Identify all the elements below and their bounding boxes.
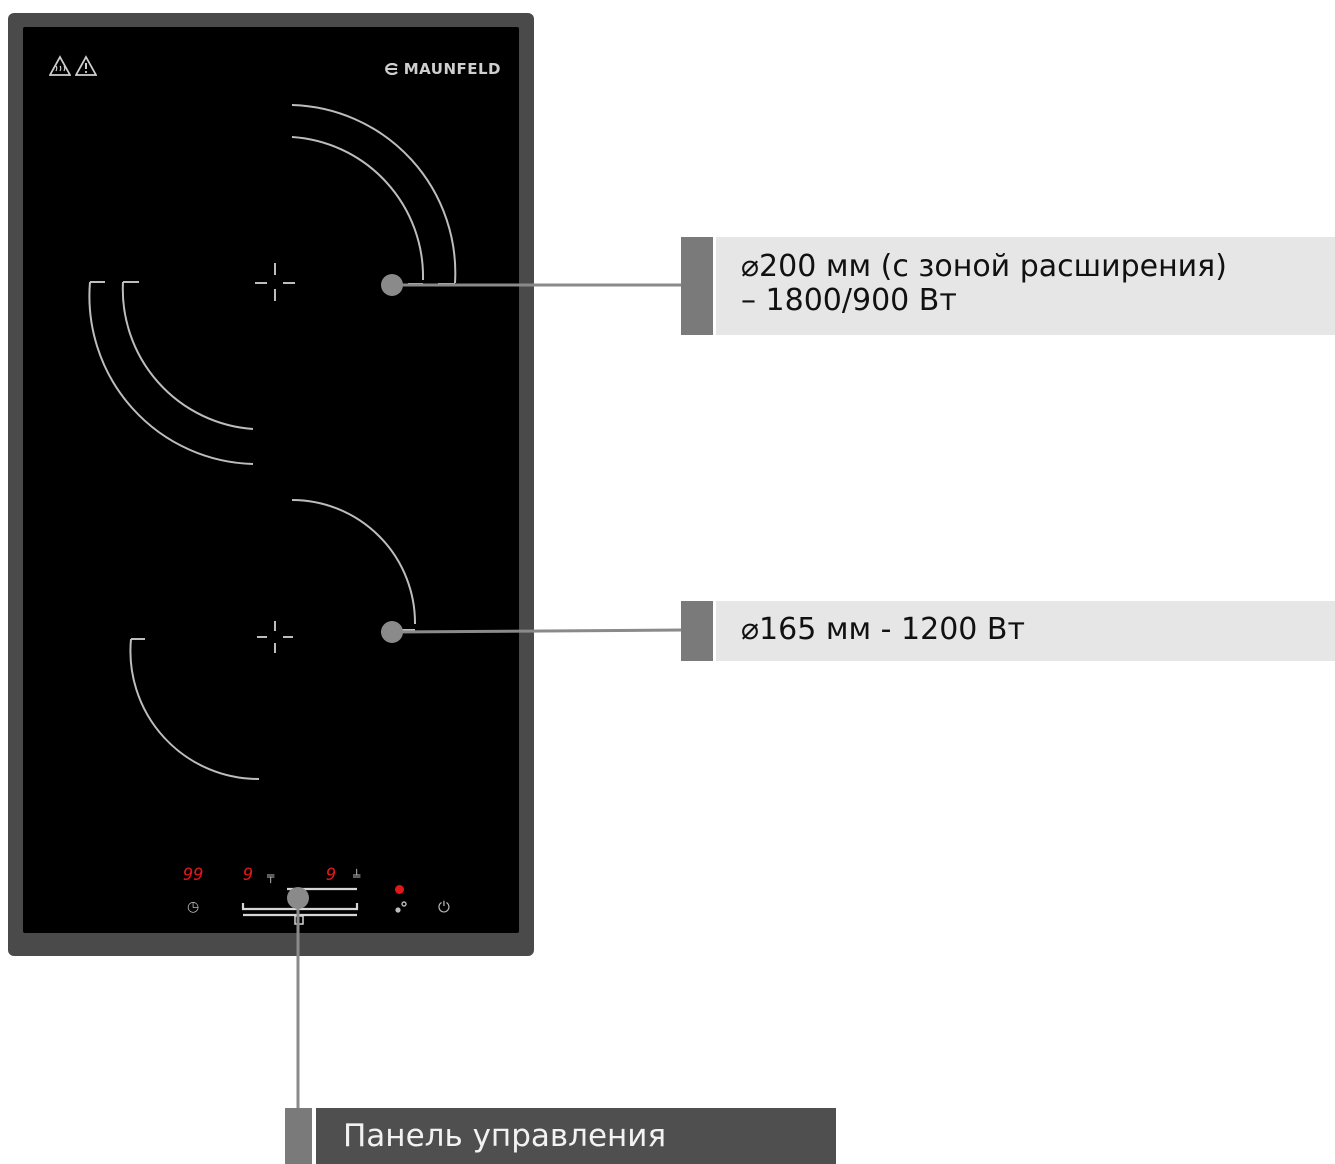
leader-line-small-zone	[391, 628, 683, 634]
timer-display: 99	[183, 865, 204, 885]
upper-zone-left-outer-arc	[88, 281, 254, 465]
callout-large-zone-text: ⌀200 мм (с зоной расширения) – 1800/900 …	[741, 249, 1227, 318]
cooktop-frame: MAUNFELD	[8, 13, 534, 956]
brand-name: MAUNFELD	[403, 60, 501, 78]
lower-zone-right-arc	[291, 499, 417, 625]
status-indicator-dot	[395, 885, 404, 894]
callout-control-panel-bar	[285, 1108, 312, 1164]
lower-zone-center-mark	[257, 621, 293, 653]
callout-control-panel-box	[316, 1108, 836, 1164]
callout-small-zone-text: ⌀165 мм - 1200 Вт	[741, 612, 1025, 647]
front-zone-display: 9	[243, 865, 254, 885]
marker-dot-large-zone	[381, 274, 403, 296]
upper-zone-outer-arc	[291, 104, 457, 284]
upper-zone-center-mark	[255, 263, 295, 301]
callout-large-zone-bar	[681, 237, 713, 335]
warning-icons	[49, 55, 97, 77]
hot-surface-warning-icon	[49, 55, 71, 76]
upper-zone-left-inner-arc	[121, 281, 254, 430]
cooking-zones	[88, 104, 457, 925]
zone-down-marker: ╤	[267, 869, 275, 883]
upper-zone-inner-arc	[291, 136, 425, 281]
callout-small-zone-bar	[681, 601, 713, 661]
lower-zone-left-arc	[129, 638, 260, 781]
glass-surface: MAUNFELD	[23, 27, 519, 933]
brand-logo: MAUNFELD	[381, 60, 501, 78]
marker-dot-small-zone	[381, 621, 403, 643]
marker-dot-control-panel	[287, 887, 309, 909]
zone-select-icon[interactable]	[393, 899, 409, 915]
brand-mark-icon	[384, 63, 398, 75]
caution-warning-icon	[75, 55, 97, 76]
timer-clock-icon[interactable]: ◷	[187, 899, 200, 915]
power-icon[interactable]: ⏻	[438, 898, 450, 916]
zone-up-marker: ╧	[353, 869, 361, 883]
rear-zone-display: 9	[326, 865, 337, 885]
callout-small-zone-box	[716, 601, 1335, 661]
callout-control-panel-text: Панель управления	[343, 1118, 667, 1154]
callout-large-zone-box	[716, 237, 1335, 335]
